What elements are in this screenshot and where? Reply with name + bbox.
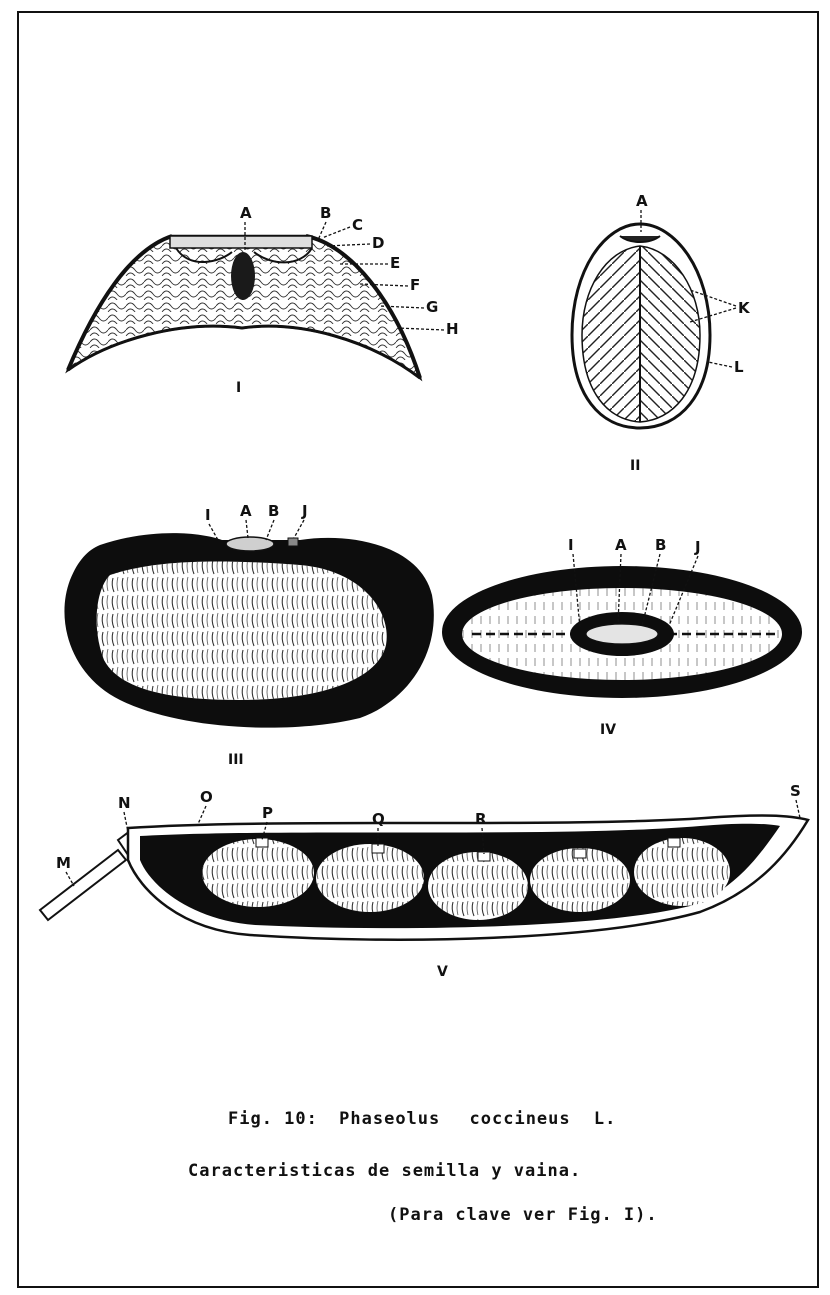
caption-line-3: (Para clave ver Fig. I).	[388, 1205, 658, 1225]
fig2-label-a: A	[636, 192, 648, 210]
figure-iv-seed-hilum-view	[442, 566, 802, 698]
fig2-label-k: K	[738, 299, 751, 317]
caption-fig-number: Fig. 10:	[228, 1109, 318, 1129]
caption-author: L.	[594, 1109, 616, 1129]
fig3-label-j: J	[301, 502, 308, 520]
fig3-label-a: A	[240, 502, 252, 520]
hilum-mark	[231, 252, 255, 300]
caption-genus: Phaseolus	[339, 1109, 440, 1129]
fig1-label-g: G	[426, 298, 438, 316]
fig5-label-m: M	[56, 854, 71, 872]
fig4-label-i: I	[568, 536, 574, 554]
fig1-label-h: H	[446, 320, 459, 338]
fig4-numeral: IV	[600, 722, 616, 738]
fig4-label-b: B	[655, 536, 666, 554]
fig1-label-e: E	[390, 254, 400, 272]
fig1-label-b: B	[320, 204, 331, 222]
figure-ii-seed-longitudinal	[572, 224, 710, 428]
fig1-label-c: C	[352, 216, 363, 234]
fig4-label-j: J	[694, 538, 701, 556]
caption-line-2: Caracteristicas de semilla y vaina.	[188, 1161, 581, 1181]
fig1-label-d: D	[372, 234, 384, 252]
figure-caption: Fig. 10: Phaseolus coccineus L. Caracter…	[188, 1109, 658, 1225]
fig5-label-o: O	[200, 788, 213, 806]
fig2-label-l: L	[734, 358, 744, 376]
fig4-label-a: A	[615, 536, 627, 554]
fig3-label-i: I	[205, 506, 211, 524]
fig5-label-n: N	[118, 794, 131, 812]
fig1-label-f: F	[410, 276, 420, 294]
fig3-numeral: III	[228, 752, 244, 768]
fig2-numeral: II	[630, 458, 640, 474]
fig5-label-s: S	[790, 782, 801, 800]
figure-v-open-pod	[40, 816, 808, 940]
fig5-numeral: V	[437, 964, 448, 980]
caption-species: coccineus	[470, 1109, 571, 1129]
fig5-label-r: R	[475, 810, 487, 828]
caption-line-1: Fig. 10: Phaseolus coccineus L.	[228, 1109, 616, 1129]
fig1-label-a: A	[240, 204, 252, 222]
fig3-label-b: B	[268, 502, 279, 520]
fig5-label-q: Q	[372, 810, 385, 828]
figure-i-seed-coat-section	[68, 236, 420, 378]
fig5-label-p: P	[262, 804, 273, 822]
fig1-numeral: I	[236, 380, 241, 396]
figure-iii-seed-side-view	[64, 533, 433, 728]
